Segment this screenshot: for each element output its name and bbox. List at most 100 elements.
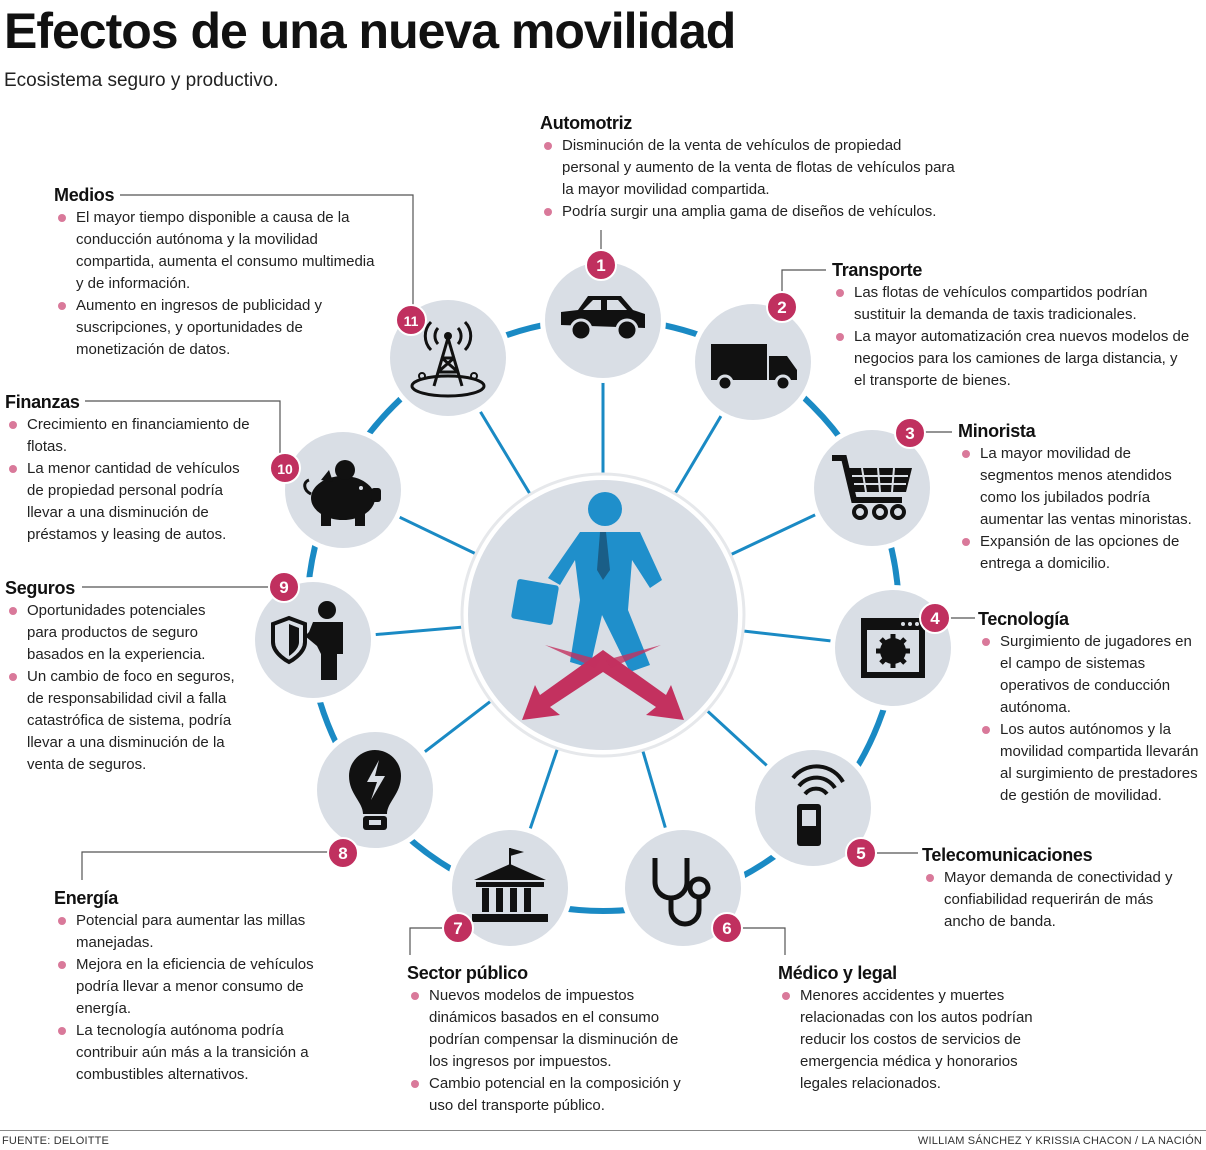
- sector-title: Seguros: [5, 578, 75, 598]
- number-badge: 6: [711, 912, 743, 944]
- bullet-item: Crecimiento en financiamiento de flotas.: [5, 414, 260, 458]
- bullet-item: Los autos autónomos y la movilidad compa…: [978, 719, 1203, 807]
- badge-number: 10: [277, 461, 293, 477]
- bullet-list: El mayor tiempo disponible a causa de la…: [54, 207, 384, 361]
- mobile-phone-signal-icon: [791, 764, 845, 846]
- badge-number: 4: [930, 609, 940, 628]
- badge-number: 8: [338, 844, 347, 863]
- sector-title: Telecomunicaciones: [922, 845, 1093, 865]
- sector-title: Sector público: [407, 963, 528, 983]
- connector-medios: [120, 194, 414, 305]
- software-window-icon: [861, 618, 925, 678]
- truck-icon: [711, 344, 797, 392]
- sector-title: Tecnología: [978, 609, 1069, 629]
- sector-node: 4: [830, 585, 956, 711]
- bullet-list: Surgimiento de jugadores en el campo de …: [978, 631, 1203, 807]
- sector-node: 7: [442, 825, 573, 951]
- badge-number: 5: [856, 844, 865, 863]
- badge-number: 3: [905, 424, 914, 443]
- bullet-list: Las flotas de vehículos compartidos podr…: [832, 282, 1192, 392]
- connector-medico: [742, 927, 786, 955]
- footer-credit: WILLIAM SÁNCHEZ Y KRISSIA CHACON / LA NA…: [917, 1135, 1202, 1147]
- car-icon: [561, 296, 645, 342]
- footer-divider: [0, 1130, 1206, 1131]
- sector-node: 10: [269, 427, 406, 553]
- sector-node: 8: [312, 727, 438, 869]
- connector-energia: [81, 851, 328, 880]
- number-badge: 10: [269, 452, 301, 484]
- sector-title: Finanzas: [5, 392, 80, 412]
- bullet-item: Disminución de la venta de vehículos de …: [540, 135, 960, 201]
- bullet-list: Nuevos modelos de impuestos dinámicos ba…: [407, 985, 697, 1117]
- diverging-arrows-icon: [522, 645, 684, 720]
- sector-node: 11: [385, 295, 511, 421]
- label-connectors: [81, 194, 975, 955]
- bullet-item: Menores accidentes y muertes relacionada…: [778, 985, 1068, 1095]
- bullet-item: Mejora en la eficiencia de vehículos pod…: [54, 954, 319, 1020]
- bullet-item: Aumento en ingresos de publicidad y susc…: [54, 295, 384, 361]
- bullet-item: Expansión de las opciones de entrega a d…: [958, 531, 1206, 575]
- bullet-item: Mayor demanda de conectividad y confiabi…: [922, 867, 1192, 933]
- connector-transporte: [781, 269, 826, 292]
- bullet-item: Las flotas de vehículos compartidos podr…: [832, 282, 1192, 326]
- badge-number: 11: [404, 313, 419, 329]
- insurance-shield-person-icon: [271, 601, 343, 680]
- shopping-cart-icon: [832, 455, 912, 520]
- bullet-item: Cambio potencial en la composición y uso…: [407, 1073, 697, 1117]
- piggy-bank-icon: [303, 460, 381, 526]
- bullet-item: Potencial para aumentar las millas manej…: [54, 910, 319, 954]
- number-badge: 8: [327, 837, 359, 869]
- stethoscope-icon: [652, 858, 711, 927]
- bullet-item: Podría surgir una amplia gama de diseños…: [540, 201, 960, 223]
- badge-number: 2: [777, 298, 786, 317]
- page-title: Efectos de una nueva movilidad: [4, 3, 736, 59]
- broadcast-tower-icon: [410, 320, 486, 398]
- sector-title: Transporte: [832, 260, 923, 280]
- bullet-item: Un cambio de foco en seguros, de respons…: [5, 666, 235, 776]
- sector-node: 1: [540, 249, 666, 383]
- bullet-item: Surgimiento de jugadores en el campo de …: [978, 631, 1203, 719]
- badge-number: 9: [279, 578, 288, 597]
- number-badge: 11: [395, 304, 427, 336]
- sector-title: Medios: [54, 185, 115, 205]
- number-badge: 1: [585, 249, 617, 281]
- bullet-list: Potencial para aumentar las millas manej…: [54, 910, 319, 1086]
- bullet-item: La menor cantidad de vehículos de propie…: [5, 458, 260, 546]
- page-subtitle: Ecosistema seguro y productivo.: [4, 70, 279, 91]
- bullet-list: La mayor movilidad de segmentos menos at…: [958, 443, 1206, 575]
- number-badge: 2: [766, 291, 798, 323]
- bullet-item: La mayor automatización crea nuevos mode…: [832, 326, 1192, 392]
- bullet-item: El mayor tiempo disponible a causa de la…: [54, 207, 384, 295]
- sector-node: 9: [250, 571, 376, 703]
- number-badge: 4: [919, 602, 951, 634]
- bullet-list: Menores accidentes y muertes relacionada…: [778, 985, 1068, 1095]
- bullet-item: Nuevos modelos de impuestos dinámicos ba…: [407, 985, 697, 1073]
- connector-sector-publico: [409, 927, 443, 955]
- walking-businessman-icon: [511, 492, 662, 672]
- badge-number: 6: [722, 919, 731, 938]
- bullet-item: La mayor movilidad de segmentos menos at…: [958, 443, 1206, 531]
- sector-node: 5: [750, 745, 877, 871]
- bullet-list: Mayor demanda de conectividad y confiabi…: [922, 867, 1192, 933]
- sector-node: 3: [809, 417, 935, 551]
- badge-number: 1: [596, 256, 605, 275]
- number-badge: 3: [894, 417, 926, 449]
- sector-node: 2: [690, 291, 816, 425]
- sector-node: 6: [620, 825, 746, 951]
- government-building-icon: [472, 848, 548, 922]
- sector-title: Minorista: [958, 421, 1036, 441]
- sector-title: Médico y legal: [778, 963, 897, 983]
- number-badge: 5: [845, 837, 877, 869]
